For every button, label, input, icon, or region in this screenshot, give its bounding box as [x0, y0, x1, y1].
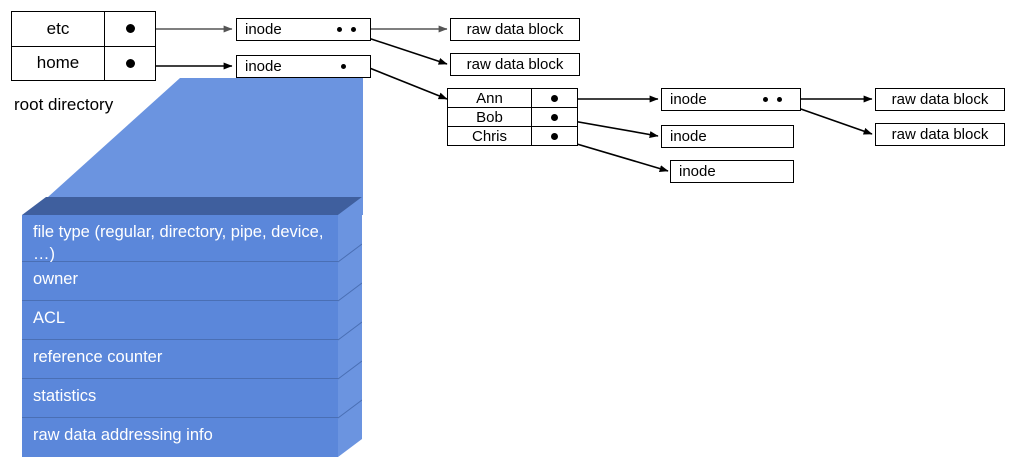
- home-entry-name-1: Bob: [448, 108, 532, 126]
- root-entry-pointer-1[interactable]: [105, 47, 155, 81]
- raw-data-block-etc-1[interactable]: raw data block: [450, 18, 580, 41]
- home-entry-name-2: Chris: [448, 127, 532, 145]
- inode-label: inode: [670, 128, 707, 145]
- pointer-dot-icon: [551, 94, 558, 102]
- detail-side-face: [338, 197, 362, 457]
- pointer-dot-icon: [777, 97, 782, 102]
- pointer-dot-icon: [551, 132, 558, 140]
- root-entry-name-1: home: [12, 46, 105, 80]
- detail-top-face: [22, 197, 362, 215]
- root-directory-table: etc home: [11, 11, 156, 81]
- home-entry-pointer-1[interactable]: [532, 108, 577, 126]
- inode-label: inode: [245, 21, 282, 38]
- pointer-dot-icon: [337, 27, 342, 32]
- inode-field-row: reference counter: [22, 340, 338, 379]
- inode-box-ann[interactable]: inode: [661, 88, 801, 111]
- inode-field-row: raw data addressing info: [22, 418, 338, 457]
- inode-label: inode: [670, 91, 707, 108]
- inode-field-row: file type (regular, directory, pipe, dev…: [22, 215, 338, 263]
- table-row[interactable]: etc: [12, 12, 155, 47]
- table-row[interactable]: Bob: [448, 108, 577, 127]
- detail-side-divider: [337, 321, 362, 341]
- raw-data-block-ann-2[interactable]: raw data block: [875, 123, 1005, 146]
- home-entry-name-0: Ann: [448, 89, 532, 107]
- root-entry-pointer-0[interactable]: [105, 12, 155, 46]
- inode-label: inode: [679, 163, 716, 180]
- home-directory-table: Ann Bob Chris: [447, 88, 578, 146]
- raw-data-block-etc-2[interactable]: raw data block: [450, 53, 580, 76]
- root-directory-caption: root directory: [14, 95, 114, 114]
- table-row[interactable]: Ann: [448, 89, 577, 108]
- detail-side-divider: [337, 282, 362, 302]
- pointer-dot-icon: [125, 24, 135, 34]
- inode-label: inode: [245, 58, 282, 75]
- pointer-dot-icon: [763, 97, 768, 102]
- table-row[interactable]: home: [12, 46, 155, 81]
- inode-box-etc[interactable]: inode: [236, 18, 371, 41]
- detail-side-divider: [337, 399, 362, 419]
- inode-field-row: statistics: [22, 379, 338, 418]
- inode-field-row: owner: [22, 262, 338, 301]
- pointer-dot-icon: [341, 64, 346, 69]
- detail-front-face: file type (regular, directory, pipe, dev…: [22, 215, 338, 457]
- pointer-dot-icon: [551, 113, 558, 121]
- home-entry-pointer-0[interactable]: [532, 89, 577, 107]
- inode-pointers[interactable]: [763, 97, 782, 102]
- inode-box-bob[interactable]: inode: [661, 125, 794, 148]
- inode-field-row: ACL: [22, 301, 338, 340]
- raw-data-block-ann-1[interactable]: raw data block: [875, 88, 1005, 111]
- detail-side-divider: [337, 360, 362, 380]
- pointer-dot-icon: [125, 58, 135, 68]
- home-entry-pointer-2[interactable]: [532, 127, 577, 145]
- inode-box-home[interactable]: inode: [236, 55, 371, 78]
- table-row[interactable]: Chris: [448, 127, 577, 145]
- root-entry-name-0: etc: [12, 12, 105, 46]
- inode-box-chris[interactable]: inode: [670, 160, 794, 183]
- inode-pointers[interactable]: [341, 64, 346, 69]
- inode-detail-block: file type (regular, directory, pipe, dev…: [22, 197, 362, 457]
- inode-pointers[interactable]: [337, 27, 356, 32]
- detail-side-divider: [337, 243, 362, 263]
- pointer-dot-icon: [351, 27, 356, 32]
